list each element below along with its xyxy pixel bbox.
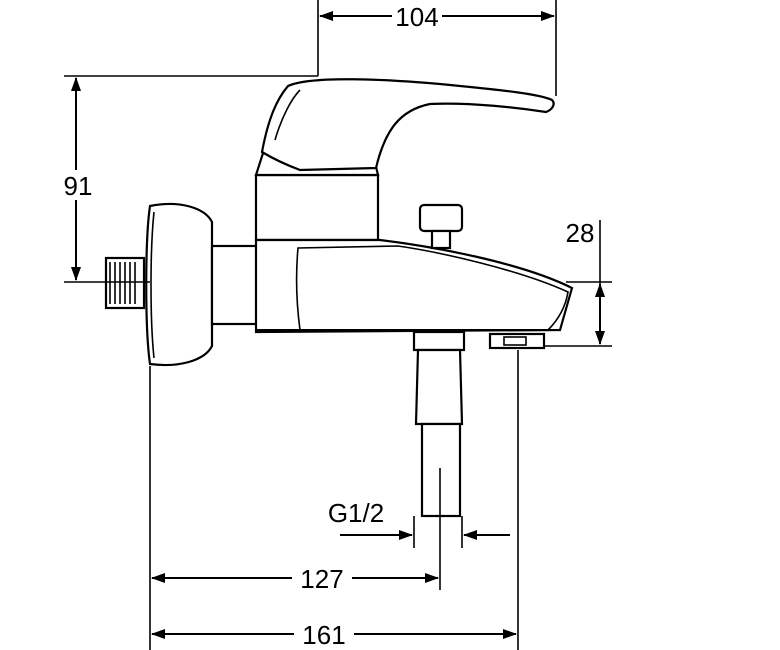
dim-thread-label: G1/2	[328, 498, 384, 528]
extension-lines	[64, 0, 612, 650]
faucet-body	[104, 78, 574, 518]
shower-outlet	[412, 330, 466, 518]
spout	[254, 238, 574, 334]
lever-handle	[260, 78, 555, 172]
wall-rosette	[145, 202, 214, 367]
aerator-outlet	[488, 332, 546, 350]
diverter-knob	[418, 203, 464, 250]
inlet-connector	[104, 256, 146, 310]
dimension-127: 127	[151, 563, 439, 594]
dimension-104: 104	[319, 2, 555, 32]
valve-body	[254, 173, 380, 242]
dimension-91: 91	[60, 77, 94, 281]
dim-total-projection-label: 161	[302, 620, 345, 650]
connector-pipe	[210, 244, 260, 326]
dimension-28: 28	[566, 218, 605, 345]
dim-top-width-label: 104	[395, 2, 438, 32]
dim-height-label: 91	[64, 171, 93, 201]
dimension-g12: G1/2	[328, 498, 510, 540]
dim-spout-height-label: 28	[566, 218, 595, 248]
dimension-161: 161	[151, 619, 517, 650]
dim-spout-offset-label: 127	[300, 564, 343, 594]
